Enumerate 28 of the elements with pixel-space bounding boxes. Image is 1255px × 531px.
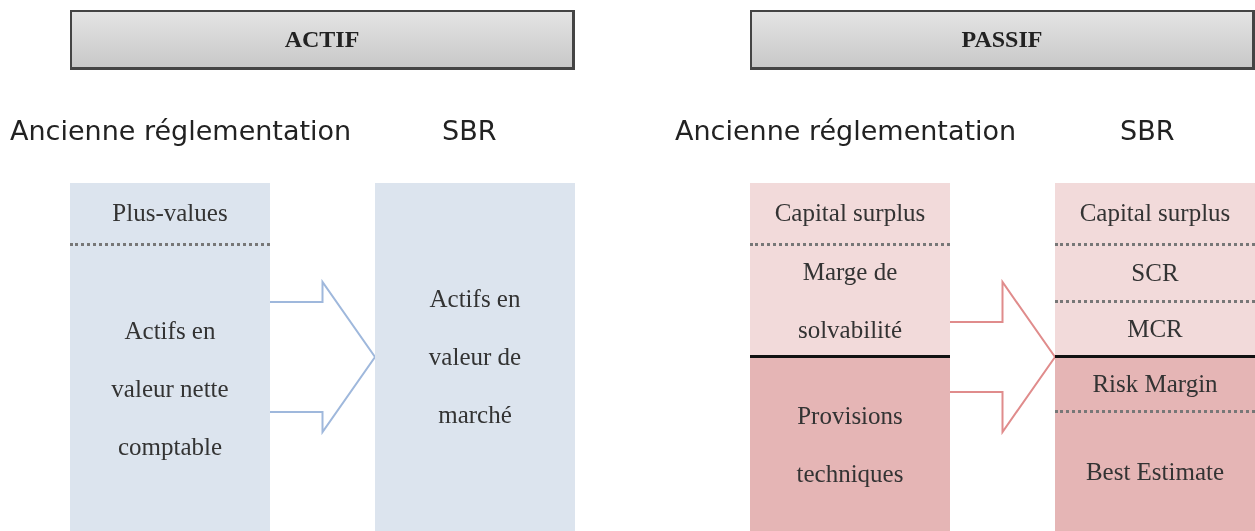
section-box (750, 355, 950, 531)
column-label: Ancienne réglementation (10, 115, 352, 146)
section-text: Actifs en valeur de marché (427, 284, 523, 430)
section-box (1055, 410, 1255, 531)
block-arrow (949, 278, 1057, 436)
column-box (750, 183, 950, 531)
block-arrow (269, 278, 377, 436)
column-label: Ancienne réglementation (675, 115, 1017, 146)
column-box (1055, 183, 1255, 531)
header-box (70, 10, 575, 70)
section-text: PASSIF (960, 26, 1044, 53)
section-box (375, 183, 575, 531)
section-text: Capital surplus (1078, 199, 1232, 227)
section-box (1055, 355, 1255, 410)
column-label: SBR (1120, 115, 1175, 146)
section-text: Actifs en valeur nette comptable (110, 315, 230, 462)
section-text: Plus-values (111, 199, 229, 227)
section-text: Marge de solvabilité (796, 256, 904, 345)
section-text: Best Estimate (1084, 457, 1226, 487)
section-text: SCR (1130, 259, 1180, 287)
section-text: Provisions techniques (795, 400, 905, 489)
section-text: Capital surplus (773, 199, 927, 227)
column-label: SBR (442, 115, 497, 146)
section-text: ACTIF (283, 26, 361, 53)
header-box (750, 10, 1255, 70)
column-box (70, 183, 270, 531)
section-text: MCR (1126, 315, 1184, 343)
section-text: Risk Margin (1091, 370, 1219, 398)
